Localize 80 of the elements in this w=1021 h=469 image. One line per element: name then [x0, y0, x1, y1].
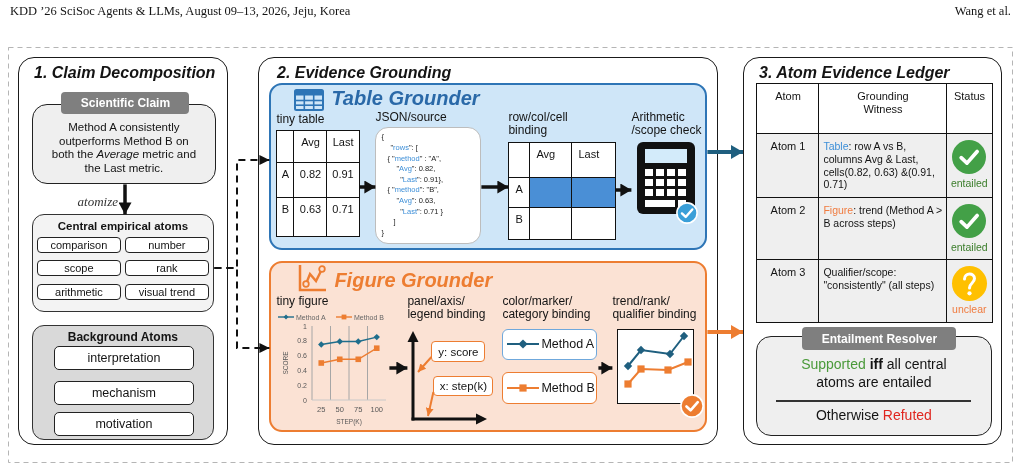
step-label: row/col/cell binding	[508, 110, 568, 138]
table-cell: Atom 3	[756, 259, 820, 323]
arrow	[481, 180, 509, 194]
group-title: Background Atoms	[67, 329, 178, 344]
group-box	[32, 214, 215, 313]
panel	[18, 57, 228, 445]
table-cell: Atom 2	[756, 197, 820, 261]
table-cell: Atom	[756, 83, 820, 135]
header-tab: Scientific Claim	[61, 92, 190, 115]
grounder-panel	[269, 261, 708, 433]
table-cell: A	[508, 177, 531, 209]
claim-text: Method A consistently outperforms Method B on both the Average metric and the Last metric.	[51, 121, 197, 174]
table-cell: Last	[571, 142, 616, 179]
table-cell: Last	[326, 130, 360, 164]
arrow	[118, 184, 132, 215]
atom-tag: interpretation	[53, 345, 194, 370]
atom-tag: motivation	[53, 411, 194, 436]
callout-box: x: step(k)	[433, 376, 494, 397]
panel-title: Figure Grounder	[334, 269, 493, 292]
arrow	[389, 361, 408, 375]
panel-title: 1. Claim Decomposition	[34, 64, 216, 81]
callout-box: y: score	[431, 341, 486, 363]
table-cell: Figure: trend (Method A > B across steps)	[818, 197, 948, 261]
step-label: tiny table	[276, 112, 325, 127]
running-header: KDD ’26 SciSoc Agents & LLMs, August 09–13, 2026, Jeju, Korea	[10, 4, 351, 18]
method-name: Method B	[541, 380, 595, 395]
table-cell: 0.91	[326, 162, 360, 199]
status-label: entailed	[950, 177, 988, 190]
atom-tag: visual trend	[124, 283, 209, 300]
method-box	[502, 329, 598, 361]
table-cell: B	[276, 197, 295, 237]
table-cell: Avg	[529, 142, 573, 179]
table-cell: Avg	[293, 130, 328, 164]
atom-tag: number	[124, 236, 209, 253]
leader-arrow	[417, 356, 433, 373]
method-box	[502, 372, 598, 405]
method-name: Method A	[541, 337, 595, 352]
header-tab: Entailment Resolver	[802, 327, 957, 351]
step-label: tiny figure	[276, 294, 329, 309]
atom-tag: mechanism	[53, 380, 194, 405]
table-cell: 0.63	[293, 197, 328, 237]
panel-title: 2. Evidence Grounding	[277, 64, 452, 81]
grounder-panel	[269, 83, 708, 251]
leader-arrow	[425, 391, 435, 417]
step-label: color/marker/ category binding	[502, 294, 591, 322]
step-label: Arithmetic /scope check	[631, 110, 702, 138]
table-cell: Status	[946, 83, 993, 135]
table-cell: Qualifier/scope: "consistently" (all steps)	[818, 259, 948, 323]
arrow	[359, 180, 376, 194]
edge-label: atomize	[77, 193, 118, 209]
step-label: trend/rank/ qualifier binding	[612, 294, 697, 322]
table-cell: Table: row A vs B, columns Avg & Last, cells(0.82, 0.63) &(0.91, 0.71)	[818, 133, 948, 199]
panel-title: Table Grounder	[331, 87, 480, 110]
arrow	[707, 325, 743, 339]
atom-tag: scope	[36, 259, 121, 276]
dashed-arrow	[213, 267, 271, 353]
arrow	[615, 183, 632, 197]
group-box	[32, 325, 215, 441]
table-cell: A	[276, 162, 295, 199]
running-header: Wang et al.	[954, 4, 1011, 18]
step-label: panel/axis/ legend binding	[407, 294, 486, 322]
table-cell: Grounding Witness	[818, 83, 948, 135]
panel	[743, 57, 1002, 445]
table-cell: B	[508, 207, 531, 240]
atom-tag: rank	[124, 259, 209, 276]
atom-tag: arithmetic	[36, 283, 121, 300]
table-cell: 0.71	[326, 197, 360, 237]
arrow	[598, 361, 613, 375]
rule-text: Otherwise Refuted	[815, 407, 932, 424]
panel	[258, 57, 718, 445]
atom-tag: comparison	[36, 236, 121, 253]
status-label: entailed	[950, 241, 988, 254]
status-label: unclear	[952, 303, 987, 316]
rule-text: Supported iff all central atoms are entailed	[801, 356, 947, 391]
group-title: Central empirical atoms	[57, 219, 189, 232]
step-label: JSON/source	[375, 110, 447, 125]
table-cell: 0.82	[293, 162, 328, 199]
panel-title: 3. Atom Evidence Ledger	[759, 64, 950, 81]
arrow	[707, 145, 743, 159]
table-cell: Atom 1	[756, 133, 820, 199]
